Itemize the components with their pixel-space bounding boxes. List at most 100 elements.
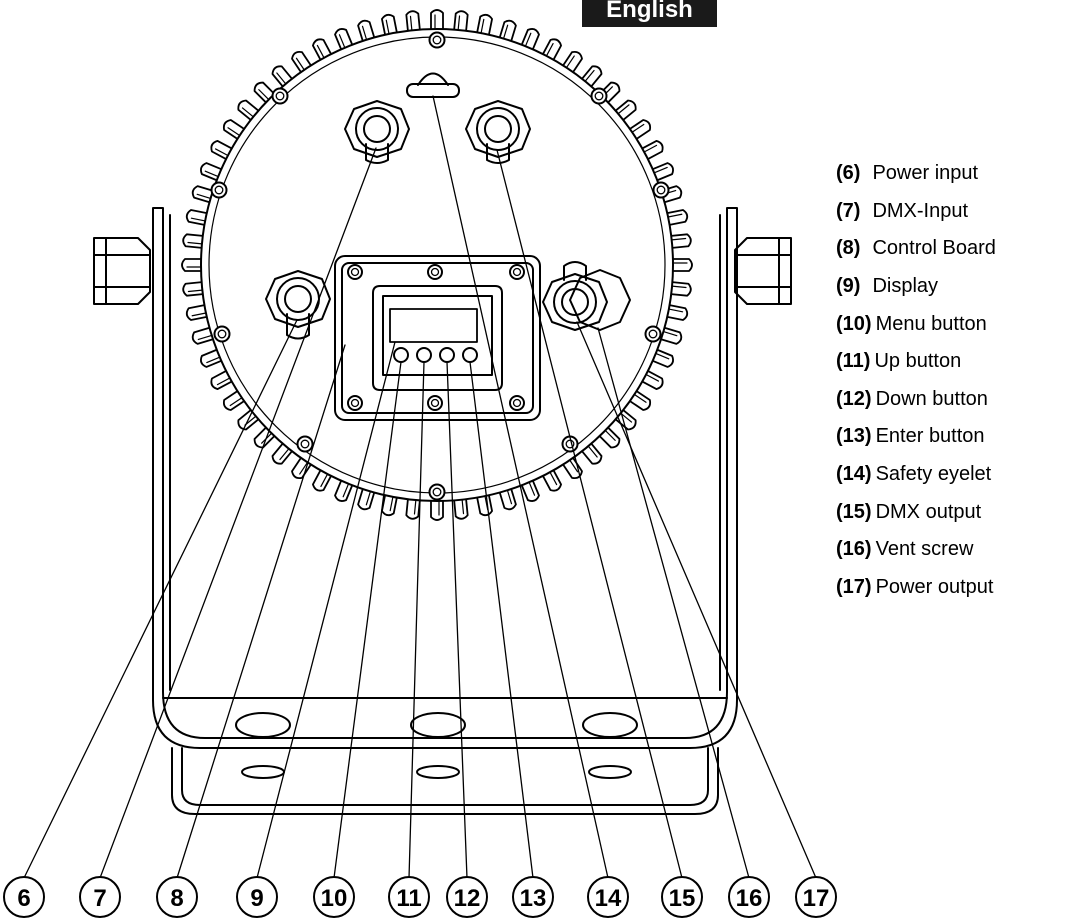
legend-number: (8) xyxy=(836,237,861,260)
callout-13: 13 xyxy=(512,876,554,918)
legend-label: Vent screw xyxy=(875,538,974,561)
legend-number: (6) xyxy=(836,162,861,185)
callout-7: 7 xyxy=(79,876,121,918)
callout-number: 15 xyxy=(669,885,696,912)
heatsink-fin xyxy=(181,258,206,272)
legend-number: (15) xyxy=(836,500,872,523)
screw xyxy=(644,325,662,343)
housing-screws xyxy=(210,31,670,501)
callout-number: 14 xyxy=(595,885,622,912)
legend-item: (15)DMX output xyxy=(836,493,996,531)
control-board-screws xyxy=(347,264,525,411)
legend-label: Safety eyelet xyxy=(875,463,992,486)
legend-item: (17)Power output xyxy=(836,569,996,607)
callout-number: 8 xyxy=(170,885,183,912)
legend-number: (16) xyxy=(836,538,872,561)
legend-number: (11) xyxy=(836,350,871,373)
callout-number: 6 xyxy=(17,885,30,912)
legend-item: (14)Safety eyelet xyxy=(836,456,996,494)
legend-number: (17) xyxy=(836,575,872,598)
legend-label: Power input xyxy=(872,162,979,185)
callout-11: 11 xyxy=(388,876,430,918)
legend-item: (10)Menu button xyxy=(836,305,996,343)
legend-item: (12)Down button xyxy=(836,381,996,419)
heatsink-fin xyxy=(452,10,469,36)
callout-10: 10 xyxy=(313,876,355,918)
screw xyxy=(427,395,443,411)
screw xyxy=(428,31,446,49)
heatsink-fin xyxy=(668,258,693,272)
heatsink-fin xyxy=(182,280,208,297)
callout-17: 17 xyxy=(795,876,837,918)
callout-number: 16 xyxy=(736,885,763,912)
callout-number: 12 xyxy=(454,885,481,912)
screw xyxy=(509,264,525,280)
screw xyxy=(427,264,443,280)
heatsink-fin xyxy=(666,233,692,250)
screw xyxy=(347,264,363,280)
screw xyxy=(652,181,670,199)
legend-label: Display xyxy=(872,275,939,298)
heatsink-fin xyxy=(405,10,422,36)
screw xyxy=(347,395,363,411)
control-board xyxy=(334,255,541,421)
callout-number: 7 xyxy=(93,885,106,912)
legend-item: (8) Control Board xyxy=(836,230,996,268)
callout-number: 17 xyxy=(803,885,830,912)
screw xyxy=(428,483,446,501)
callout-number: 9 xyxy=(250,885,263,912)
legend-label: Menu button xyxy=(875,312,987,335)
screw xyxy=(213,325,231,343)
dmx-input-connector xyxy=(344,100,410,164)
tilt-knob-left xyxy=(93,237,151,305)
heatsink-fin xyxy=(182,233,208,250)
mounting-yoke xyxy=(152,207,738,815)
callout-16: 16 xyxy=(728,876,770,918)
legend-label: Down button xyxy=(875,387,988,410)
legend-item: (6) Power input xyxy=(836,155,996,193)
dmx-output-connector xyxy=(465,100,531,164)
legend-label: Power output xyxy=(875,575,994,598)
legend-label: Enter button xyxy=(875,425,985,448)
language-badge: English xyxy=(582,0,717,27)
callout-number: 11 xyxy=(396,885,421,912)
heatsink-fin xyxy=(452,494,469,520)
legend-label: Up button xyxy=(874,350,962,373)
legend-label: DMX-Input xyxy=(872,199,969,222)
legend-label: DMX output xyxy=(875,500,982,523)
heatsink-fin xyxy=(430,9,444,34)
legend-number: (9) xyxy=(836,275,861,298)
legend-label: Control Board xyxy=(872,237,996,260)
legend-item: (11)Up button xyxy=(836,343,996,381)
screw xyxy=(509,395,525,411)
vent-screw xyxy=(569,269,631,331)
screw xyxy=(296,435,314,453)
callout-number: 10 xyxy=(321,885,348,912)
parts-legend: (6) Power input (7) DMX-Input (8) Control Boa… xyxy=(836,155,996,606)
legend-item: (13)Enter button xyxy=(836,418,996,456)
heatsink-fin xyxy=(405,494,422,520)
legend-number: (14) xyxy=(836,463,872,486)
legend-number: (13) xyxy=(836,425,872,448)
callout-15: 15 xyxy=(661,876,703,918)
heatsink-fin xyxy=(666,280,692,297)
callout-12: 12 xyxy=(446,876,488,918)
screw xyxy=(590,87,608,105)
screw xyxy=(210,181,228,199)
heatsink-fin xyxy=(430,496,444,521)
legend-number: (7) xyxy=(836,199,861,222)
callout-9: 9 xyxy=(236,876,278,918)
display-window xyxy=(372,285,503,391)
legend-item: (16)Vent screw xyxy=(836,531,996,569)
callout-number: 13 xyxy=(520,885,547,912)
display xyxy=(389,308,478,343)
callout-markers: 6 7 8 9 10 11 12 13 14 15 16 17 xyxy=(3,876,837,918)
legend-item: (7) DMX-Input xyxy=(836,193,996,231)
leader-lines xyxy=(23,95,817,879)
screw xyxy=(271,87,289,105)
legend-item: (9) Display xyxy=(836,268,996,306)
legend-number: (10) xyxy=(836,312,872,335)
tilt-knob-right xyxy=(734,237,792,305)
callout-8: 8 xyxy=(156,876,198,918)
